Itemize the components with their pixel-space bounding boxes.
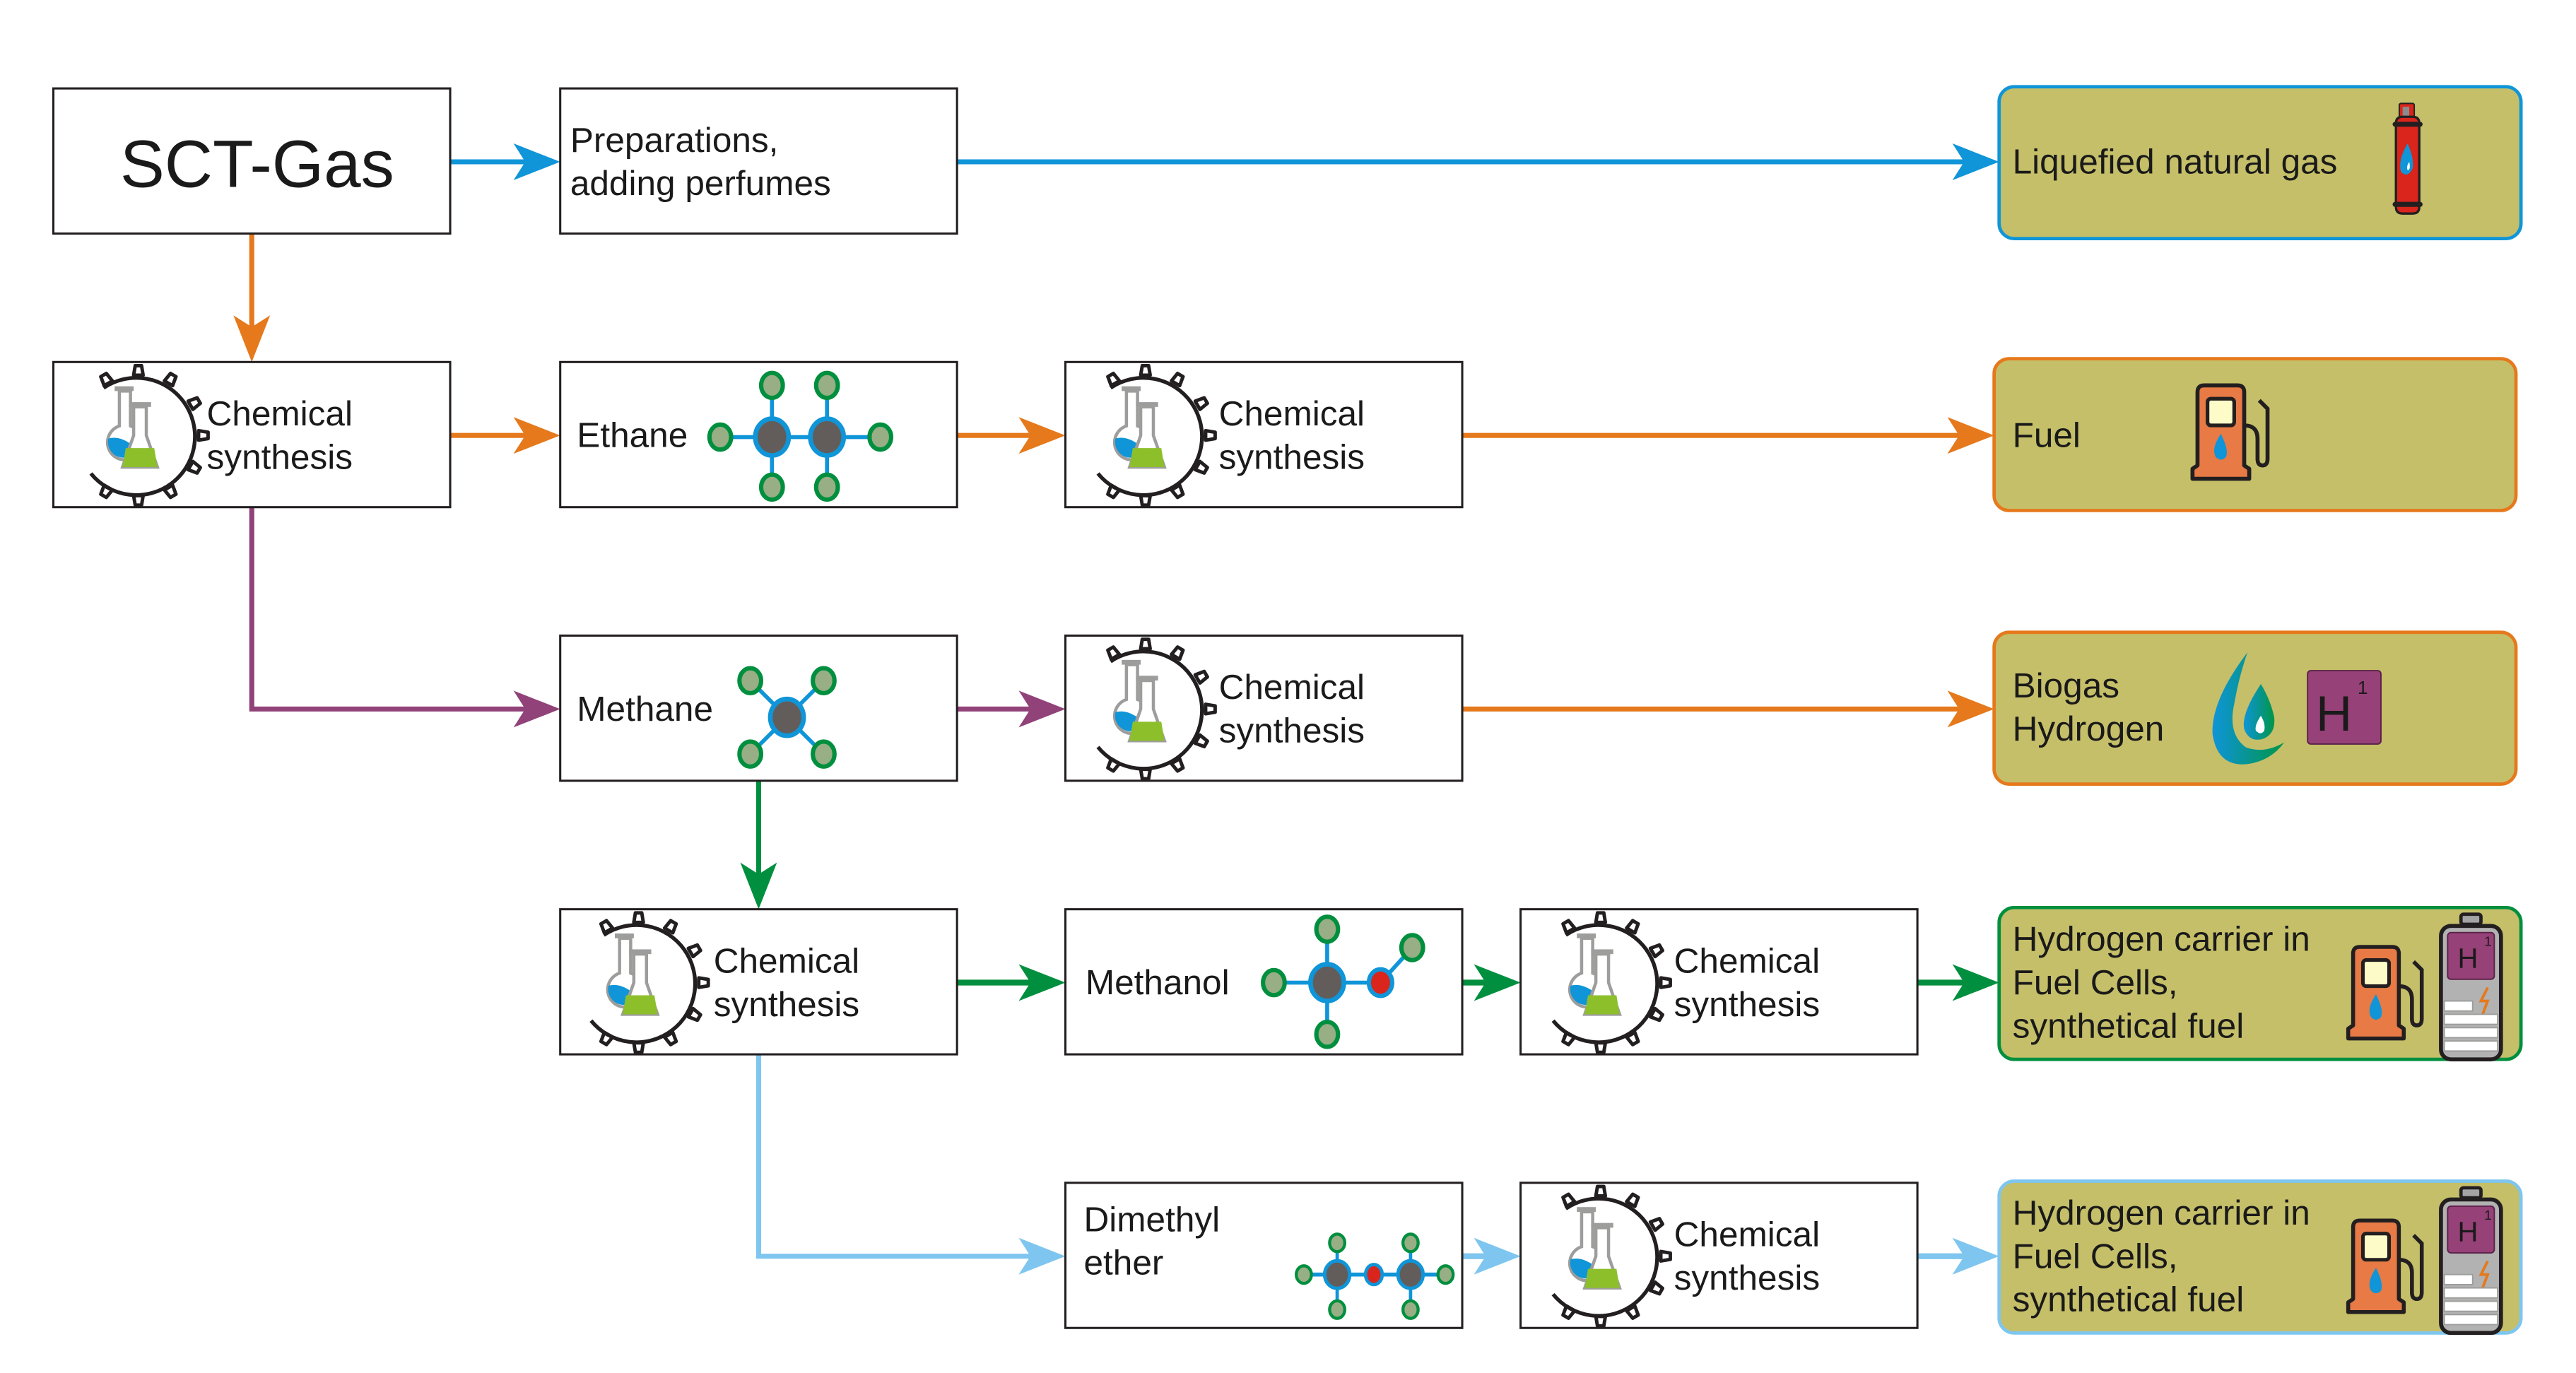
arrow-sct-to-chemical-synthesis [233,233,271,363]
methane-molecule-icon [739,668,834,767]
node-chemical-synthesis-1[interactable]: Chemical synthesis [52,360,452,509]
dimethyl-ether-molecule-icon [1296,1234,1453,1318]
output-h2-line1: Hydrogen carrier in [2013,919,2310,959]
svg-text:H: H [2316,686,2352,742]
output-hydrogen-carrier-1[interactable]: Hydrogen carrier in Fuel Cells, syntheti… [1997,905,2523,1059]
node-methanol[interactable]: Methanol [1064,908,1464,1056]
ethane-molecule-icon [710,373,891,500]
hydrogen-tank-icon [2441,1188,2501,1333]
arrow-chem-to-h2-carrier [1917,964,1999,1001]
output-hydrogen-carrier-2[interactable]: Hydrogen carrier in Fuel Cells, syntheti… [1997,1179,2523,1333]
node-label-line1: Chemical [207,394,353,433]
arrow-chem-to-ethane [449,417,560,454]
arrow-chem-to-fuel [1462,417,1994,454]
node-label-line2: synthesis [1219,711,1365,750]
node-label-line1: Chemical [1219,667,1365,707]
output-h2-line3: synthetical fuel [2013,1006,2245,1045]
node-label-line1: Chemical [714,941,859,980]
output-h2-line2: Fuel Cells, [2013,962,2178,1002]
arrow-chem-to-methanol [957,964,1066,1001]
node-sct-gas[interactable]: SCT-Gas [52,87,452,235]
output-biogas-hydrogen[interactable]: Biogas Hydrogen H 1 [1992,630,2518,786]
arrow-chem-to-biogas [1462,690,1994,728]
output-h2-line1: Hydrogen carrier in [2013,1193,2310,1232]
node-chemical-synthesis-6[interactable]: Chemical synthesis [1519,1182,1919,1329]
arrow-methanol-to-chem [1462,964,1521,1001]
node-label-line1: Chemical [1674,1215,1820,1254]
hydrogen-tank-icon [2441,914,2501,1059]
node-ethane[interactable]: Ethane [559,360,958,509]
arrow-preparations-to-lng [957,143,1999,180]
methanol-molecule-icon [1263,917,1423,1047]
node-chemical-synthesis-5[interactable]: Chemical synthesis [1519,908,1919,1056]
node-preparations[interactable]: Preparations, adding perfumes [559,87,958,235]
gas-cylinder-icon [2392,102,2423,215]
node-dimethyl-line1: Dimethyl [1083,1199,1220,1239]
output-h2-line3: synthetical fuel [2013,1280,2245,1319]
output-biogas-line2: Hydrogen [2013,709,2165,748]
arrow-ethane-to-chem [957,417,1066,454]
node-methane-label: Methane [577,689,713,729]
node-label-line2: synthesis [714,984,859,1024]
node-methanol-label: Methanol [1086,962,1230,1002]
node-dimethyl-ether[interactable]: Dimethyl ether [1064,1182,1464,1329]
output-liquefied-natural-gas[interactable]: Liquefied natural gas [1997,85,2523,240]
arrow-methane-to-chem [957,690,1066,728]
arrow-chem-to-h2-carrier-b [1917,1237,1999,1275]
arrow-methane-to-chem-row4 [740,780,777,909]
node-chemical-synthesis-4[interactable]: Chemical synthesis [559,908,958,1056]
node-preparations-line1: Preparations, [570,120,779,160]
node-preparations-line2: adding perfumes [570,163,831,203]
node-label-line2: synthesis [207,437,353,476]
output-fuel-label: Fuel [2013,416,2081,455]
node-methane[interactable]: Methane [559,634,958,782]
svg-text:1: 1 [2358,677,2368,698]
arrow-sct-to-preparations [449,143,560,180]
output-lng-label: Liquefied natural gas [2013,142,2338,182]
output-fuel[interactable]: Fuel [1992,357,2518,512]
node-label-line2: synthesis [1674,984,1820,1024]
arrow-chem-to-methane [249,507,560,728]
output-h2-line2: Fuel Cells, [2013,1236,2178,1275]
node-label-line1: Chemical [1674,941,1820,980]
connectors [233,143,1999,1275]
node-chemical-synthesis-3[interactable]: Chemical synthesis [1064,634,1464,782]
node-ethane-label: Ethane [577,416,688,455]
node-sct-gas-label: SCT-Gas [120,127,394,201]
hydrogen-element-icon: H 1 [2307,670,2382,745]
node-label-line2: synthesis [1219,437,1365,476]
node-label-line2: synthesis [1674,1258,1820,1297]
node-chemical-synthesis-2[interactable]: Chemical synthesis [1064,360,1464,509]
arrow-dimethyl-ether-to-chem [1462,1237,1521,1275]
node-dimethyl-line2: ether [1083,1243,1163,1283]
node-label-line1: Chemical [1219,394,1365,433]
arrow-chem-to-dimethyl-ether [755,1054,1066,1275]
output-biogas-line1: Biogas [2013,666,2119,705]
water-drop-icon [2212,652,2285,765]
